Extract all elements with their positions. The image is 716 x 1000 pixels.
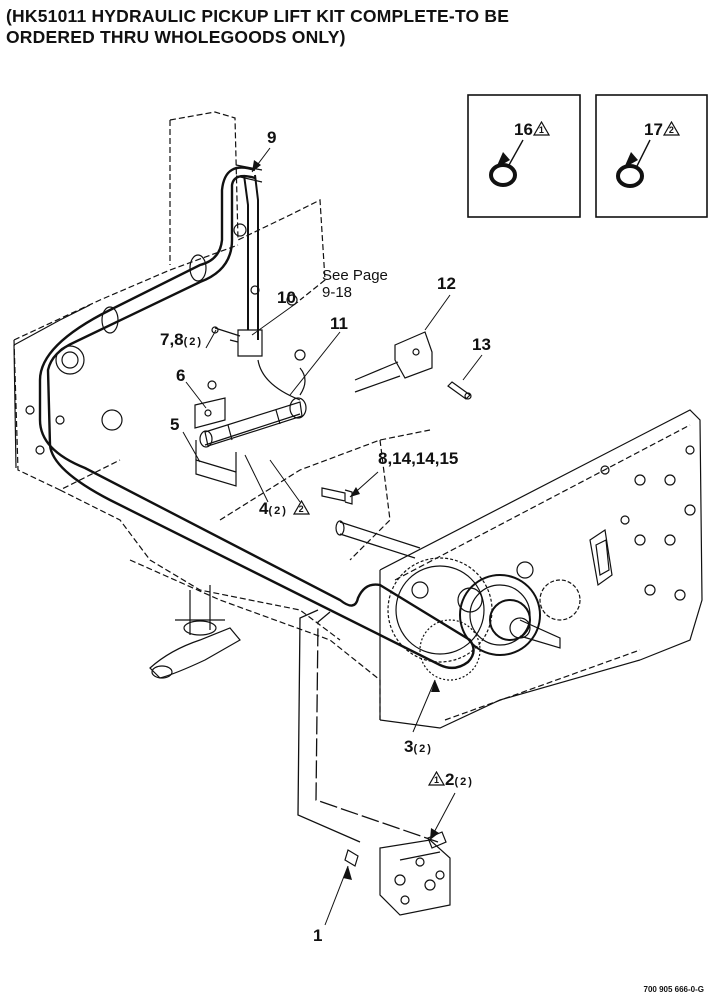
callout-7-8: 7,8(2): [160, 330, 203, 350]
callout-4: 4(2) 2: [259, 499, 310, 519]
see-page-line-1: See Page: [322, 267, 388, 284]
revision-flag-number: 1: [538, 125, 544, 135]
callout-3-qty: (2): [413, 743, 433, 755]
callout-4-number: 4: [259, 499, 269, 518]
callout-1: 1: [313, 926, 323, 945]
callout-16: 16 1: [514, 120, 550, 140]
inset-box-left: [467, 94, 581, 218]
lower-hose-to-valve: [297, 609, 439, 843]
revision-flag-number: 1: [433, 775, 439, 785]
callout-16-number: 16: [514, 120, 533, 139]
revision-flag-number: 2: [298, 504, 304, 514]
left-frame-solid: [13, 223, 306, 469]
callout-17: 17 2: [644, 120, 680, 140]
drive-gear-assembly: [387, 557, 581, 681]
callout-2-number: 2: [445, 770, 455, 789]
callout-9: 9: [267, 128, 277, 147]
clamp-10: [237, 329, 263, 357]
revision-flag-icon: 1: [532, 121, 550, 136]
revision-flag-icon: 2: [292, 500, 310, 515]
title-line-1: (HK51011 HYDRAULIC PICKUP LIFT KIT COMPL…: [6, 6, 510, 26]
bracket-12: [354, 331, 433, 393]
callout-8-14-14-15: 8,14,14,15: [378, 449, 459, 468]
callout-5: 5: [170, 415, 180, 434]
vertical-tube-9: [243, 174, 259, 340]
hydraulic-cylinder: [199, 359, 307, 448]
callout-2-qty: (2): [454, 776, 474, 788]
lower-cross-members: [59, 429, 431, 720]
callout-7-8-number: 7,8: [160, 330, 184, 349]
drawing-number: 700 905 666-0-G: [643, 985, 705, 994]
o-ring-16-icon: [489, 163, 517, 187]
revision-flag-number: 2: [668, 125, 674, 135]
arrowheads: [252, 152, 638, 880]
pickup-arm: [149, 585, 241, 679]
revision-flag-icon: 1: [428, 771, 445, 786]
shaft: [335, 520, 421, 559]
o-ring-17-icon: [616, 164, 644, 188]
callout-12: 12: [437, 274, 456, 293]
callout-10: 10: [277, 288, 296, 307]
callout-6: 6: [176, 366, 186, 385]
valve-block: [344, 831, 451, 916]
callout-11: 11: [330, 314, 348, 333]
inset-box-right: [595, 94, 708, 218]
callout-17-number: 17: [644, 120, 663, 139]
pin-13: [447, 381, 472, 400]
callout-3-number: 3: [404, 737, 414, 756]
callout-7-8-qty: (2): [183, 336, 204, 348]
right-frame-panel: [379, 409, 703, 729]
title-line-2: ORDERED THRU WHOLEGOODS ONLY): [6, 27, 346, 47]
bolt-8-14-15: [321, 487, 353, 505]
diagram-title: (HK51011 HYDRAULIC PICKUP LIFT KIT COMPL…: [6, 6, 509, 48]
left-frame-panel: [13, 111, 326, 491]
callout-4-qty: (2): [268, 505, 288, 517]
hydraulic-hose-loop: [38, 166, 475, 670]
callout-13: 13: [472, 335, 491, 354]
leader-lines: [182, 147, 483, 926]
callout-3: 3(2): [404, 737, 433, 757]
see-page-line-2: 9-18: [322, 284, 353, 301]
see-page-note: See Page 9-18: [322, 267, 388, 301]
hose-clamps: [101, 164, 263, 334]
mounting-brackets: [194, 326, 241, 487]
revision-flag-icon: 2: [662, 121, 680, 136]
